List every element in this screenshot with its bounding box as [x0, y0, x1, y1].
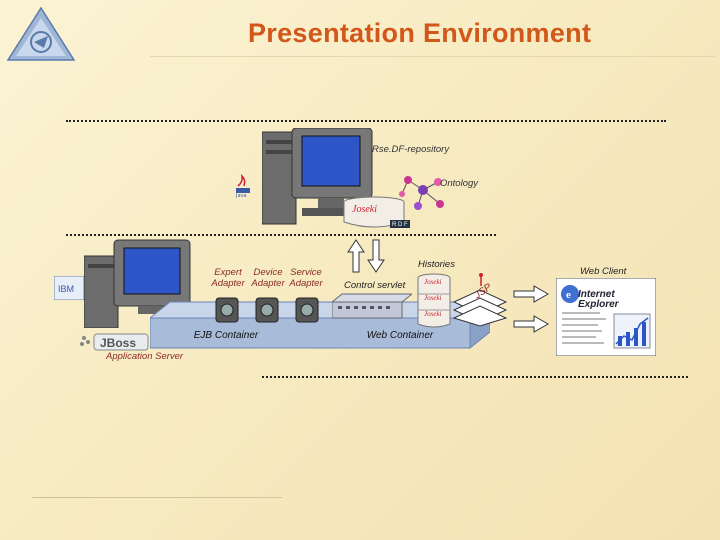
- expert-adapter-line2: Adapter: [211, 278, 245, 289]
- service-adapter-line1: Service: [290, 267, 322, 278]
- svg-text:Java: Java: [235, 193, 247, 198]
- logo: [6, 6, 76, 62]
- application-server-label: Application Server: [106, 351, 184, 362]
- separator-top: [66, 120, 666, 122]
- browser-name-label: Internet Explorer: [578, 289, 619, 310]
- svg-text:JBoss: JBoss: [100, 336, 136, 350]
- control-servlet-device-icon: [330, 292, 414, 320]
- history-doc-1: Joseki: [424, 278, 442, 286]
- svg-text:IBM: IBM: [58, 284, 74, 294]
- device-adapter-label: Device Adapter: [246, 267, 290, 289]
- control-servlet-label: Control servlet: [344, 280, 406, 291]
- web-client-window: e: [555, 277, 657, 357]
- device-adapter-line2: Adapter: [251, 278, 285, 289]
- joseki-label: Joseki: [352, 204, 377, 215]
- ontology-label: Ontology: [440, 178, 479, 189]
- ontology-graph-icon: [398, 172, 448, 212]
- expert-adapter-line1: Expert: [214, 267, 242, 278]
- java-icon: Java: [234, 172, 252, 199]
- jboss-logo: JBoss: [78, 332, 150, 352]
- repository-server-arrows: [346, 238, 386, 274]
- service-adapter-label: Service Adapter: [284, 267, 328, 289]
- ibm-badge-icon: IBM: [53, 275, 85, 301]
- svg-text:e: e: [566, 289, 571, 301]
- history-doc-2: Joseki: [424, 294, 442, 302]
- device-adapter-line1: Device: [253, 267, 283, 278]
- footer-rule: [32, 497, 282, 498]
- service-adapter-plug-icon: [292, 296, 322, 324]
- page-title: Presentation Environment: [248, 18, 592, 48]
- ejb-container-label: EJB Container: [193, 329, 259, 341]
- history-doc-3: Joseki: [424, 310, 442, 318]
- server-computer-icon: [83, 236, 194, 329]
- title-underline: [150, 56, 715, 57]
- separator-middle: [66, 234, 496, 236]
- web-container-label: Web Container: [366, 329, 434, 341]
- joseki-database-icon: [340, 196, 412, 232]
- histories-stack-icon: [414, 272, 454, 328]
- separator-bottom: [262, 376, 688, 378]
- jsp-pages-icon: [450, 282, 510, 328]
- device-adapter-plug-icon: [252, 296, 282, 324]
- rdf-label: R D F: [392, 222, 408, 228]
- histories-label: Histories: [418, 259, 455, 270]
- service-adapter-line2: Adapter: [289, 278, 323, 289]
- repository-computer-icon: [261, 127, 382, 228]
- expert-adapter-label: Expert Adapter: [206, 267, 250, 289]
- expert-adapter-plug-icon: [212, 296, 242, 324]
- client-server-arrows: [512, 284, 550, 340]
- repository-label: Rse.DF-repository: [372, 144, 450, 155]
- web-client-label: Web Client: [580, 266, 627, 277]
- jsp-pin-icon: [478, 272, 484, 288]
